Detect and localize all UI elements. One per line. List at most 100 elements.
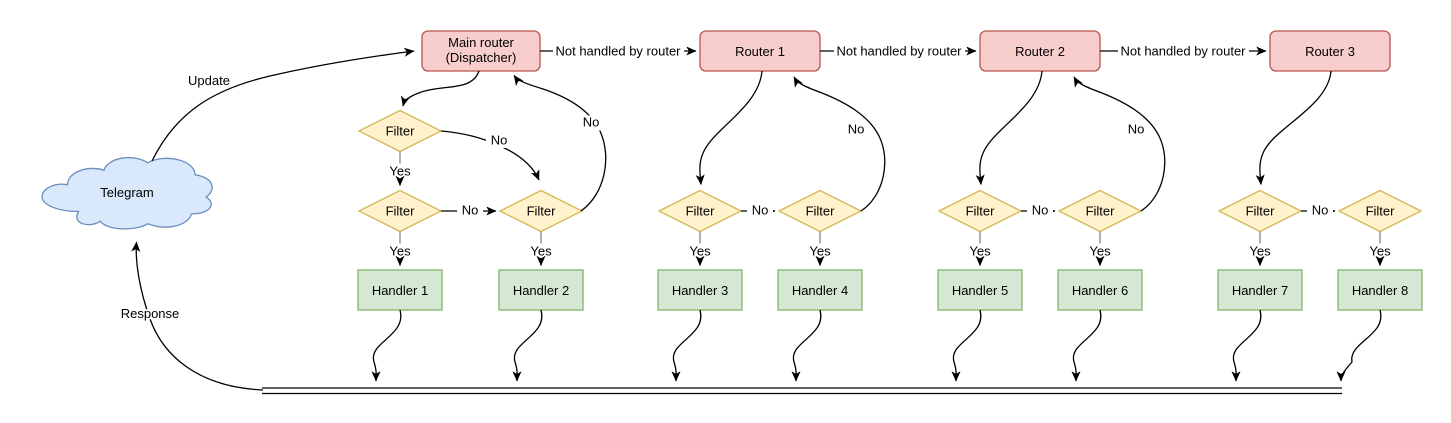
yes-edge-6: Yes [1088,231,1113,267]
handler-8-node: Handler 8 [1337,269,1423,311]
handler-3-bus-edge [671,309,702,382]
handler-4-box [777,269,863,311]
router-2-label: Router 2 [1015,44,1065,59]
no-label: No [1032,203,1049,218]
router-3-filter-right: Filter [1337,189,1423,233]
yes-edge-3: Yes [688,231,713,267]
chain-edge-router1-router2: Not handled by router [820,42,977,60]
dispatcher-filter-left: Filter [357,189,443,233]
yes-label: Yes [1249,244,1271,259]
handler-5-node: Handler 5 [937,269,1023,311]
handler-to-bus-edges [371,309,1382,382]
router-1-to-filter-edge [695,70,763,186]
no-label-bg [747,203,773,219]
handler-6-label: Handler 6 [1072,283,1128,298]
no-label-bg [578,115,604,131]
response-label: Response [121,306,180,321]
no-label: No [583,115,600,130]
response-edge-group: Response [119,241,264,391]
chain-label-3: Not handled by router [1120,44,1246,59]
handler-7-bus-edge [1231,309,1262,382]
cloud-shape [41,156,213,230]
dispatcher-filter-top: Filter [357,109,443,153]
chain-label-1: Not handled by router [555,44,681,59]
handler-7-node: Handler 7 [1217,269,1303,311]
router-2-return-no-edge [1073,76,1166,212]
filter-label: Filter [1246,204,1276,219]
main-router-label-line2: (Dispatcher) [446,50,517,65]
router-1-label: Router 1 [735,44,785,59]
update-edge [151,47,415,162]
handler-1-box [357,269,443,311]
filter-label: Filter [686,204,716,219]
update-label: Update [188,73,230,88]
chain-edge-router2-router3: Not handled by router [1100,42,1267,60]
no-label: No [491,133,508,148]
yes-edge-5: Yes [968,231,993,267]
router-2-filter-left: Filter [937,189,1023,233]
handler-8-label: Handler 8 [1352,283,1408,298]
filter-label: Filter [386,204,416,219]
yes-edge-4: Yes [808,231,833,267]
yes-label: Yes [530,244,552,259]
router-1-return-no-edge [793,76,886,212]
router-2-subtree: Filter Filter No No [937,70,1166,233]
filter-label: Filter [527,204,557,219]
no-label-bg [1027,203,1053,219]
dispatcher-return-no-edge [513,75,607,212]
chain-label-1-bg [553,43,684,59]
filter-label: Filter [1086,204,1116,219]
router-3-node: Router 3 [1269,30,1391,72]
no-label-bg [486,133,512,148]
handler-6-bus-edge [1071,309,1102,382]
handler-5-bus-edge [951,309,982,382]
router-1-node: Router 1 [699,30,821,72]
main-router-label-line1: Main router [448,35,514,50]
handler-3-node: Handler 3 [657,269,743,311]
handler-1-bus-edge [371,309,402,382]
router-3-filter-left: Filter [1217,189,1303,233]
dispatcher-filter-right: Filter [498,189,584,233]
handler-7-box [1217,269,1303,311]
handler-2-bus-edge [512,309,543,382]
filter-label: Filter [966,204,996,219]
no-label-bg [1307,203,1333,219]
handler-4-label: Handler 4 [792,283,848,298]
no-label: No [1128,122,1145,137]
update-edge-group: Update [151,47,415,162]
filter-label: Filter [1366,204,1396,219]
yes-edge-2: Yes [529,231,554,267]
handler-1-node: Handler 1 [357,269,443,311]
no-label: No [1312,203,1329,218]
no-label: No [462,203,479,218]
router-1-subtree: Filter Filter No No [657,70,886,233]
chain-edge-dispatcher-router1: Not handled by router [540,42,697,60]
router-3-subtree: Filter Filter No [1217,70,1423,233]
handler-4-node: Handler 4 [777,269,863,311]
yes-edge-1: Yes [388,231,413,267]
yes-edge-8: Yes [1368,231,1393,267]
handler-6-node: Handler 6 [1057,269,1143,311]
handler-4-bus-edge [791,309,822,382]
filter-label: Filter [386,124,416,139]
handler-5-label: Handler 5 [952,283,1008,298]
handler-8-bus-edge [1336,309,1382,382]
chain-label-2: Not handled by router [836,44,962,59]
chain-label-2-bg [834,43,965,59]
handler-7-label: Handler 7 [1232,283,1288,298]
handler-3-label: Handler 3 [672,283,728,298]
yes-edges: Yes Yes Yes Yes Yes Yes [388,231,1393,267]
handler-6-box [1057,269,1143,311]
no-label-bg [1123,122,1149,138]
router-3-to-filter-edge [1255,70,1332,186]
dispatcher-to-filter-edge [400,70,480,107]
handler-3-box [657,269,743,311]
filter-label: Filter [806,204,836,219]
router-2-filter-right: Filter [1057,189,1143,233]
main-router-node: Main router (Dispatcher) [421,30,541,72]
router-3-label: Router 3 [1305,44,1355,59]
no-label-bg [457,203,483,219]
handler-1-label: Handler 1 [372,283,428,298]
